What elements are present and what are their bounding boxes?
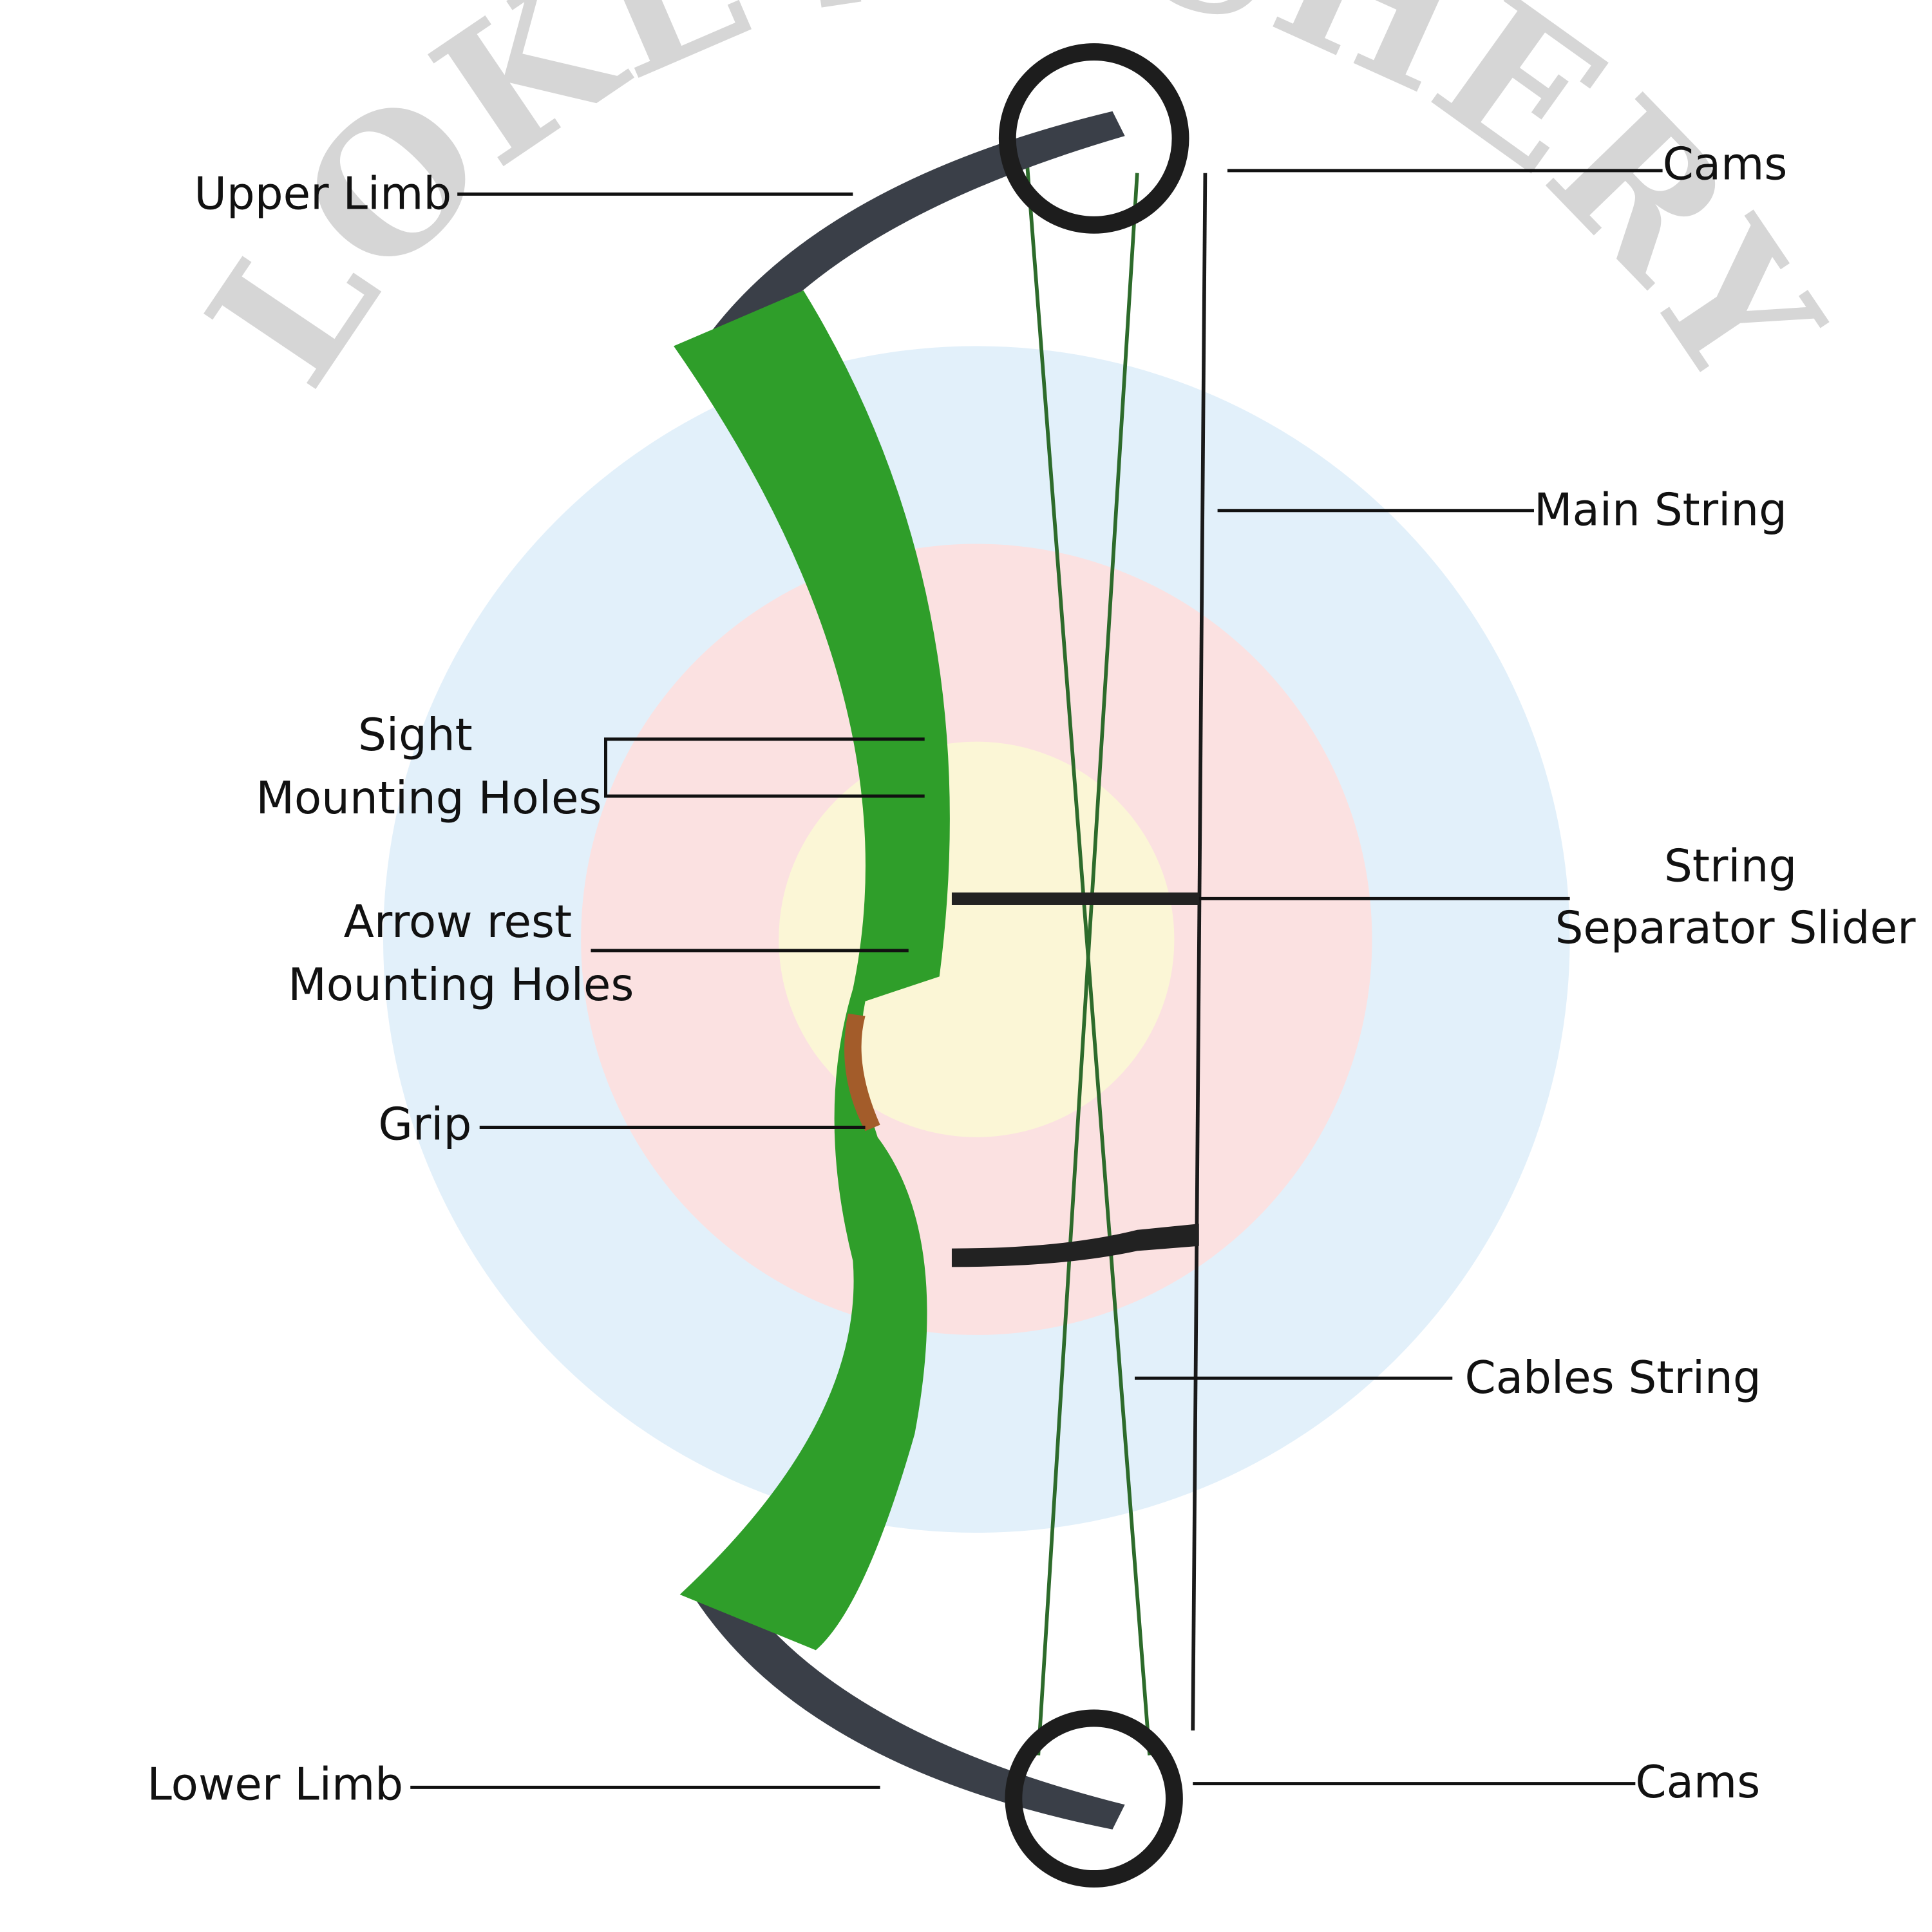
leader-sight-holes — [604, 737, 925, 798]
label-sight-line2: Mounting Holes — [256, 773, 601, 824]
callout-lines — [410, 169, 1663, 1789]
compound-bow — [674, 43, 1208, 1888]
label-string-separator-line2: Separator Slider — [1555, 902, 1917, 954]
bottom-cam — [1005, 1709, 1183, 1888]
label-grip: Grip — [378, 1099, 471, 1151]
riser — [674, 290, 950, 1651]
label-cams-bottom: Cams — [1635, 1757, 1760, 1808]
label-main-string: Main String — [1534, 485, 1787, 536]
string-stopper — [951, 1224, 1199, 1267]
top-cam — [998, 43, 1189, 234]
label-arrow-rest-line1: Arrow rest — [344, 896, 573, 948]
grip-wood — [844, 1013, 880, 1132]
string-separator-slider — [951, 892, 1199, 905]
callout-labels: Cams Upper Limb Main String Sight Mounti… — [147, 138, 1916, 1810]
label-lower-limb: Lower Limb — [147, 1759, 403, 1811]
label-arrow-rest-line2: Mounting Holes — [288, 960, 634, 1011]
label-cams-top: Cams — [1663, 138, 1788, 190]
archery-target-background — [383, 346, 1570, 1533]
label-cables-string: Cables String — [1464, 1352, 1761, 1404]
main-string — [1191, 173, 1208, 1731]
cable-string-b — [1036, 173, 1139, 1756]
label-upper-limb: Upper Limb — [194, 168, 451, 220]
label-sight-line1: Sight — [358, 710, 473, 761]
label-string-separator-line1: String — [1664, 841, 1797, 893]
